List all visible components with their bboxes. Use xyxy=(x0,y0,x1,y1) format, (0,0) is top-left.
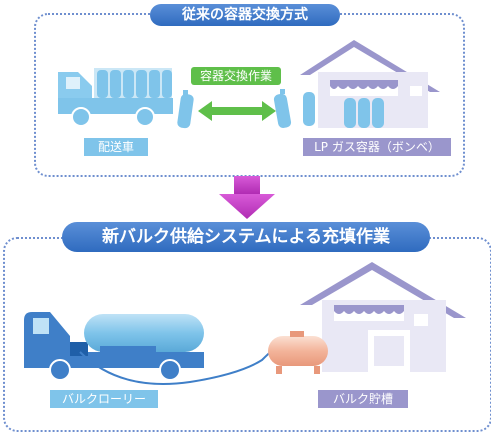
bulk-lorry-label: バルクローリー xyxy=(50,390,158,408)
bulk-lorry-icon xyxy=(24,312,204,381)
down-arrow-icon xyxy=(219,176,275,219)
bulk-supply-title: 新バルク供給システムによる充填作業 xyxy=(62,222,430,252)
exchange-label: 容器交換作業 xyxy=(191,67,281,85)
bulk-tank-label: バルク貯槽 xyxy=(318,390,408,408)
bulk-storage-house-icon xyxy=(300,262,466,372)
gas-cylinder-icon xyxy=(273,89,292,128)
delivery-truck-label: 配送車 xyxy=(84,138,148,156)
bulk-tank-icon xyxy=(268,331,328,374)
lp-gas-cylinder-label: LP ガス容器（ボンベ） xyxy=(303,138,451,156)
conventional-method-title: 従来の容器交換方式 xyxy=(150,4,340,26)
delivery-truck-icon xyxy=(58,68,173,127)
storage-house-icon xyxy=(300,40,440,128)
gas-cylinder-icon xyxy=(177,90,194,129)
exchange-arrow-icon xyxy=(198,101,276,121)
